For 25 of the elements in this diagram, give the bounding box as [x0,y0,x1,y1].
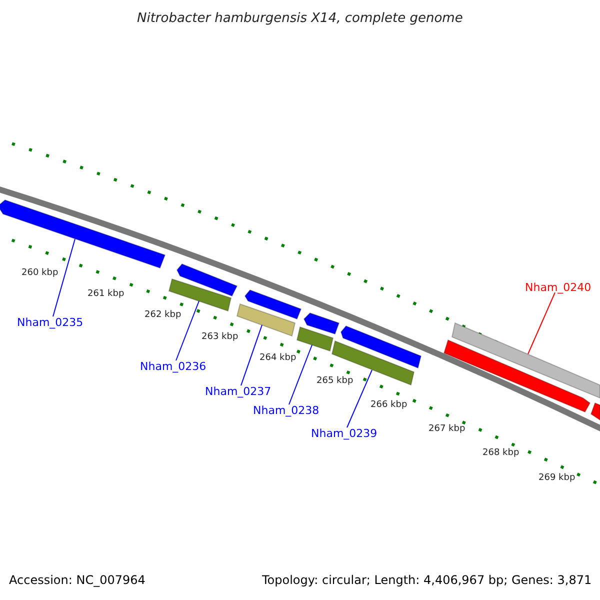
gene-name: Nham_0238 [253,404,320,416]
gene-name: Nham_0235 [17,316,84,328]
gene-name: Nham_0236 [140,360,206,372]
title: Nitrobacter hamburgensis X14, complete genome [137,12,463,24]
tick-label: 264 kbp [260,354,296,362]
gene-name: Nham_0239 [311,428,378,438]
tick-label: 263 kbp [202,332,238,342]
tick-label: 262 kbp [144,310,182,320]
tick-label: 260 kbp [22,268,58,278]
tick-label: 266 kbp [370,400,408,410]
tick-label: 267 kbp [428,424,466,434]
footer-text: Accession: NC_007964 [9,574,146,586]
footer-text: Topology: circular; Length: 4,406,967 bp; Genes: 3,871 [262,574,592,586]
tick-label: 261 kbp [88,290,124,298]
tick-label: 265 kbp [316,376,354,386]
tick-label: 268 kbp [482,448,520,458]
leader-line [52,238,76,317]
leader-line [288,344,312,405]
gene-name: Nham_0240 [525,282,592,292]
leader-line [528,292,556,354]
leader-line [346,370,372,428]
tick-label: 269 kbp [538,474,576,482]
leader-line [240,324,262,386]
leader-line [176,300,200,361]
gene-name: Nham_0237 [205,386,272,396]
